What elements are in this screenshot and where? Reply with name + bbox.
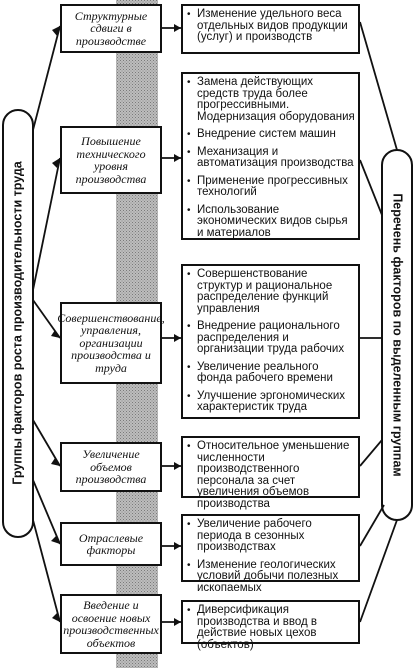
list-box-industry: •Увеличение рабочего периода в сезонных … <box>181 514 360 593</box>
right-connectors <box>359 21 398 623</box>
list-item: •Внедрение рационального распределения и… <box>187 320 345 355</box>
list-item: •Улучшение эргономических характеристик … <box>187 389 345 413</box>
list-box-management: •Совершенствование структур и рациональн… <box>181 264 360 419</box>
factor-box-industry: Отраслевые факторы <box>60 522 162 566</box>
middle-arrowheads <box>174 24 181 626</box>
list-box-volume: •Относительное уменьшение численности пр… <box>181 436 360 509</box>
left-arrows <box>32 25 61 623</box>
left-group-label: Группы факторов роста производительности… <box>1 108 35 538</box>
list-box-technical: •Замена действующих средств труда более … <box>181 72 360 240</box>
list-item: •Механизация и автоматизация производств… <box>187 145 354 169</box>
list-box-structural: •Изменение удельного веса отдельных видо… <box>181 4 360 54</box>
list-box-new-objects: •Диверсификация производства и ввод в де… <box>181 600 360 650</box>
factor-box-structural: Структурные сдвиги в производстве <box>60 4 162 53</box>
list-item: •Использование экономических видов сырья… <box>187 203 348 239</box>
list-item: •Применение прогрессивных технологий <box>187 174 348 198</box>
list-item: •Изменение удельного веса отдельных видо… <box>187 8 348 43</box>
list-item: •Внедрение систем машин <box>187 128 336 140</box>
left-arrowheads <box>51 26 60 622</box>
list-item: •Увеличение рабочего периода в сезонных … <box>187 518 312 553</box>
factor-box-technical: Повышение технического уровня производст… <box>60 126 162 194</box>
list-item: •Диверсификация производства и ввод в де… <box>187 604 318 651</box>
factor-box-management: Совершенствование, управления, организац… <box>57 302 165 384</box>
list-item: •Замена действующих средств труда более … <box>187 76 355 123</box>
middle-arrows <box>162 27 181 623</box>
list-item: •Увеличение реального фонда рабочего вре… <box>187 360 333 384</box>
list-item: •Совершенствование структур и рациональн… <box>187 268 333 315</box>
left-oval <box>2 109 34 538</box>
right-group-label: Перечень факторов по выделенным группам <box>381 150 415 520</box>
left-group-label-text: Группы факторов роста производительности… <box>11 161 26 485</box>
factor-box-new-objects: Введение и освоение новых производственн… <box>60 594 162 654</box>
list-item: •Изменение геологических условий добычи … <box>187 558 339 594</box>
factor-box-volume: Увеличение объемов производства <box>60 442 162 492</box>
list-item: •Относительное уменьшение численности пр… <box>187 440 350 510</box>
right-group-label-text: Перечень факторов по выделенным группам <box>391 193 406 477</box>
